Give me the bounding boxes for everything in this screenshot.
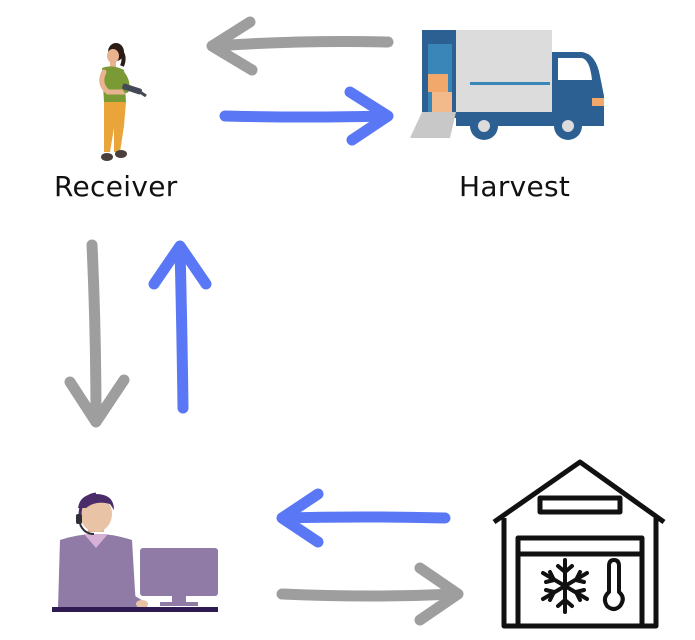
arrow-receiver-to-operator <box>64 239 130 428</box>
arrow-operator-to-storage <box>276 562 464 626</box>
arrow-harvest-to-receiver <box>206 16 394 76</box>
person-with-scanner-icon <box>99 43 147 161</box>
arrow-operator-to-receiver <box>148 240 212 414</box>
delivery-truck-icon <box>410 30 604 140</box>
receiver-label: Receiver <box>54 170 178 203</box>
arrow-storage-to-operator <box>276 488 451 548</box>
call-center-agent-icon <box>52 492 218 612</box>
harvest-label: Harvest <box>459 170 571 203</box>
arrow-receiver-to-harvest <box>219 86 394 146</box>
snowflake-icon <box>541 558 589 614</box>
thermometer-icon <box>602 558 625 611</box>
cold-storage-warehouse-icon <box>492 459 666 629</box>
